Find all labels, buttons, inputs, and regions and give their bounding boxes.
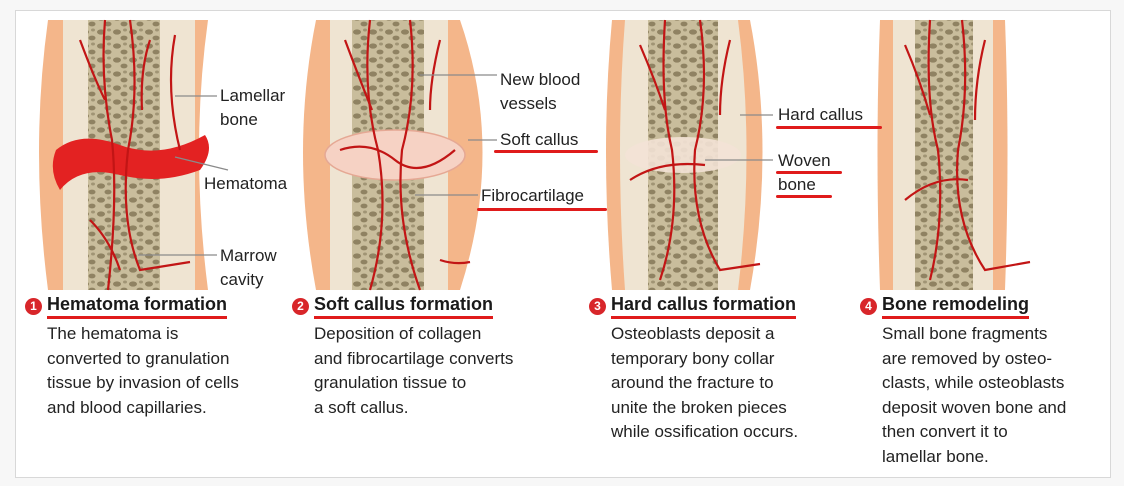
step-description: The hematoma is converted to granulation… [47, 324, 239, 417]
panel-hard-callus [606, 19, 773, 290]
underline-hard-callus [776, 126, 882, 129]
label-soft-callus: Soft callus [500, 130, 579, 149]
step-number-badge: 4 [860, 297, 877, 315]
underline-fibrocartilage [477, 208, 607, 211]
label-hard-callus: Hard callus [778, 105, 864, 124]
step-number-badge: 1 [25, 297, 42, 315]
step-title: Hematoma formation [47, 293, 228, 319]
step-description: Osteoblasts deposit a temporary bony col… [611, 324, 799, 441]
step-1: 1 Hematoma formation The hematoma is con… [25, 293, 290, 420]
underline-bone [776, 195, 832, 198]
panel-soft-callus [303, 19, 497, 291]
step-description: Small bone fragments are removed by oste… [882, 324, 1067, 466]
label-new-blood-vessels: New blood vessels [500, 70, 581, 113]
label-marrow-cavity: Marrow cavity [220, 246, 277, 289]
hematoma-mass [52, 135, 209, 190]
step-number-badge: 2 [292, 297, 309, 315]
label-woven-bone: Woven bone [778, 151, 831, 194]
step-4: 4 Bone remodeling Small bone fragments a… [860, 293, 1110, 469]
label-fibrocartilage: Fibrocartilage [481, 186, 584, 205]
step-description: Deposition of collagen and fibrocartilag… [314, 324, 514, 417]
step-3: 3 Hard callus formation Osteoblasts depo… [589, 293, 854, 445]
label-lamellar-bone: Lamellar bone [220, 86, 286, 129]
underline-woven [776, 171, 842, 174]
step-title: Soft callus formation [314, 293, 494, 319]
step-title: Bone remodeling [882, 293, 1030, 319]
step-number-badge: 3 [589, 297, 606, 315]
step-2: 2 Soft callus formation Deposition of co… [292, 293, 557, 420]
panel-hematoma-formation [39, 19, 209, 291]
panel-bone-remodeling [877, 19, 1031, 290]
step-title: Hard callus formation [611, 293, 797, 319]
underline-soft-callus [494, 150, 598, 153]
label-hematoma: Hematoma [204, 174, 288, 193]
